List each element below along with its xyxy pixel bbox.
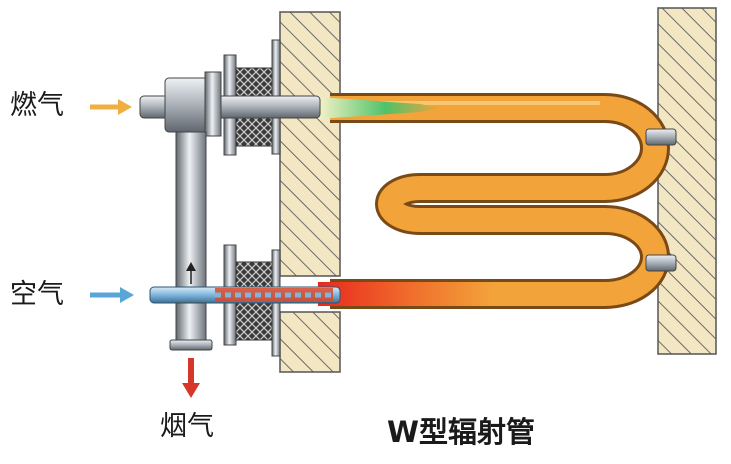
- gas-inlet-arrow: [90, 99, 132, 115]
- flue-gas-outlet: [169, 302, 213, 351]
- flue-gas-arrow: [182, 358, 200, 398]
- tube-supports: [645, 128, 677, 272]
- flue-gas-label: 烟气: [160, 411, 214, 442]
- connecting-pipe: [175, 131, 207, 288]
- diagram-title: W型辐射管: [387, 415, 535, 449]
- air-pipe: [149, 286, 341, 304]
- gas-inlet-label: 燃气: [10, 90, 64, 121]
- furnace-wall: [279, 11, 341, 373]
- mounting-flange: [223, 39, 281, 357]
- burner-gas-pipe: [139, 71, 321, 137]
- air-inlet-arrow: [90, 287, 134, 303]
- w-radiant-tube: [330, 93, 670, 309]
- flame: [318, 97, 440, 119]
- air-inlet-label: 空气: [10, 279, 64, 310]
- opposite-wall: [657, 7, 717, 355]
- hot-tube-section: [318, 282, 493, 306]
